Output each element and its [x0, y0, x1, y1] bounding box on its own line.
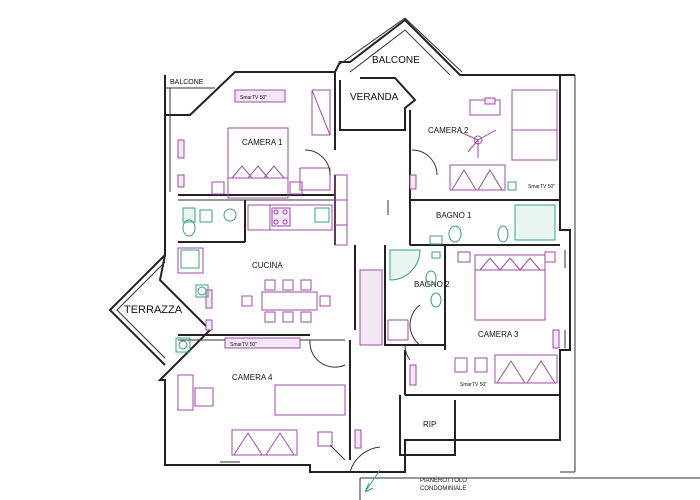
- label-camera3: CAMERA 3: [478, 330, 519, 339]
- label-bagno1: BAGNO 1: [436, 211, 472, 220]
- balcone-top: BALCONE: [339, 17, 463, 76]
- camera1: SmarTV 50" CAMERA 1: [177, 89, 331, 199]
- kitchen: CUCINA: [205, 174, 383, 346]
- desk-camera4: [274, 384, 346, 416]
- bagno1: BAGNO 1: [429, 204, 556, 245]
- tv-label-camera3: SmarTV 50": [460, 382, 487, 388]
- outer-walls: [157, 18, 576, 473]
- bed-camera2: [511, 89, 558, 161]
- tv-label-camera2: SmarTV 50": [528, 184, 555, 190]
- label-balcone-left: BALCONE: [170, 79, 204, 86]
- tv-label-camera4: SmarTV 50": [230, 342, 257, 348]
- label-veranda: VERANDA: [350, 92, 399, 103]
- dining-table: [261, 291, 318, 311]
- doors: [329, 200, 389, 461]
- label-terrazza: TERRAZZA: [124, 304, 183, 316]
- label-camera2: CAMERA 2: [428, 126, 469, 135]
- bed-camera3: [474, 254, 546, 321]
- tv-label-camera1: SmarTV 50": [240, 95, 267, 101]
- terrazza: TERRAZZA: [108, 249, 209, 366]
- veranda: VERANDA: [339, 77, 417, 131]
- camera2: CAMERA 2 SmarTV 50": [409, 89, 558, 191]
- camera3: CAMERA 3 SmarTV 50": [404, 251, 560, 388]
- label-rip: RIP: [423, 420, 436, 429]
- rip: RIP: [423, 420, 436, 429]
- label-pianerottolo-1: PIANEROTTOLO: [420, 478, 467, 484]
- label-pianerottolo-2: CONDOMINIALE: [420, 486, 466, 492]
- label-camera1: CAMERA 1: [242, 138, 283, 147]
- bed-camera1: [227, 127, 289, 199]
- entrance: PIANEROTTOLO CONDOMINIALE: [349, 446, 700, 500]
- label-balcone-top: BALCONE: [372, 55, 420, 66]
- hall-left: [177, 207, 237, 274]
- windows: [220, 250, 566, 463]
- label-cucina: CUCINA: [252, 261, 283, 270]
- balcone-left: BALCONE: [165, 79, 215, 192]
- bagno2: BAGNO 2: [387, 249, 450, 346]
- label-camera4: CAMERA 4: [232, 373, 273, 382]
- camera4: SmarTV 50" CAMERA 4: [177, 337, 362, 456]
- tv-camera1: [234, 89, 286, 103]
